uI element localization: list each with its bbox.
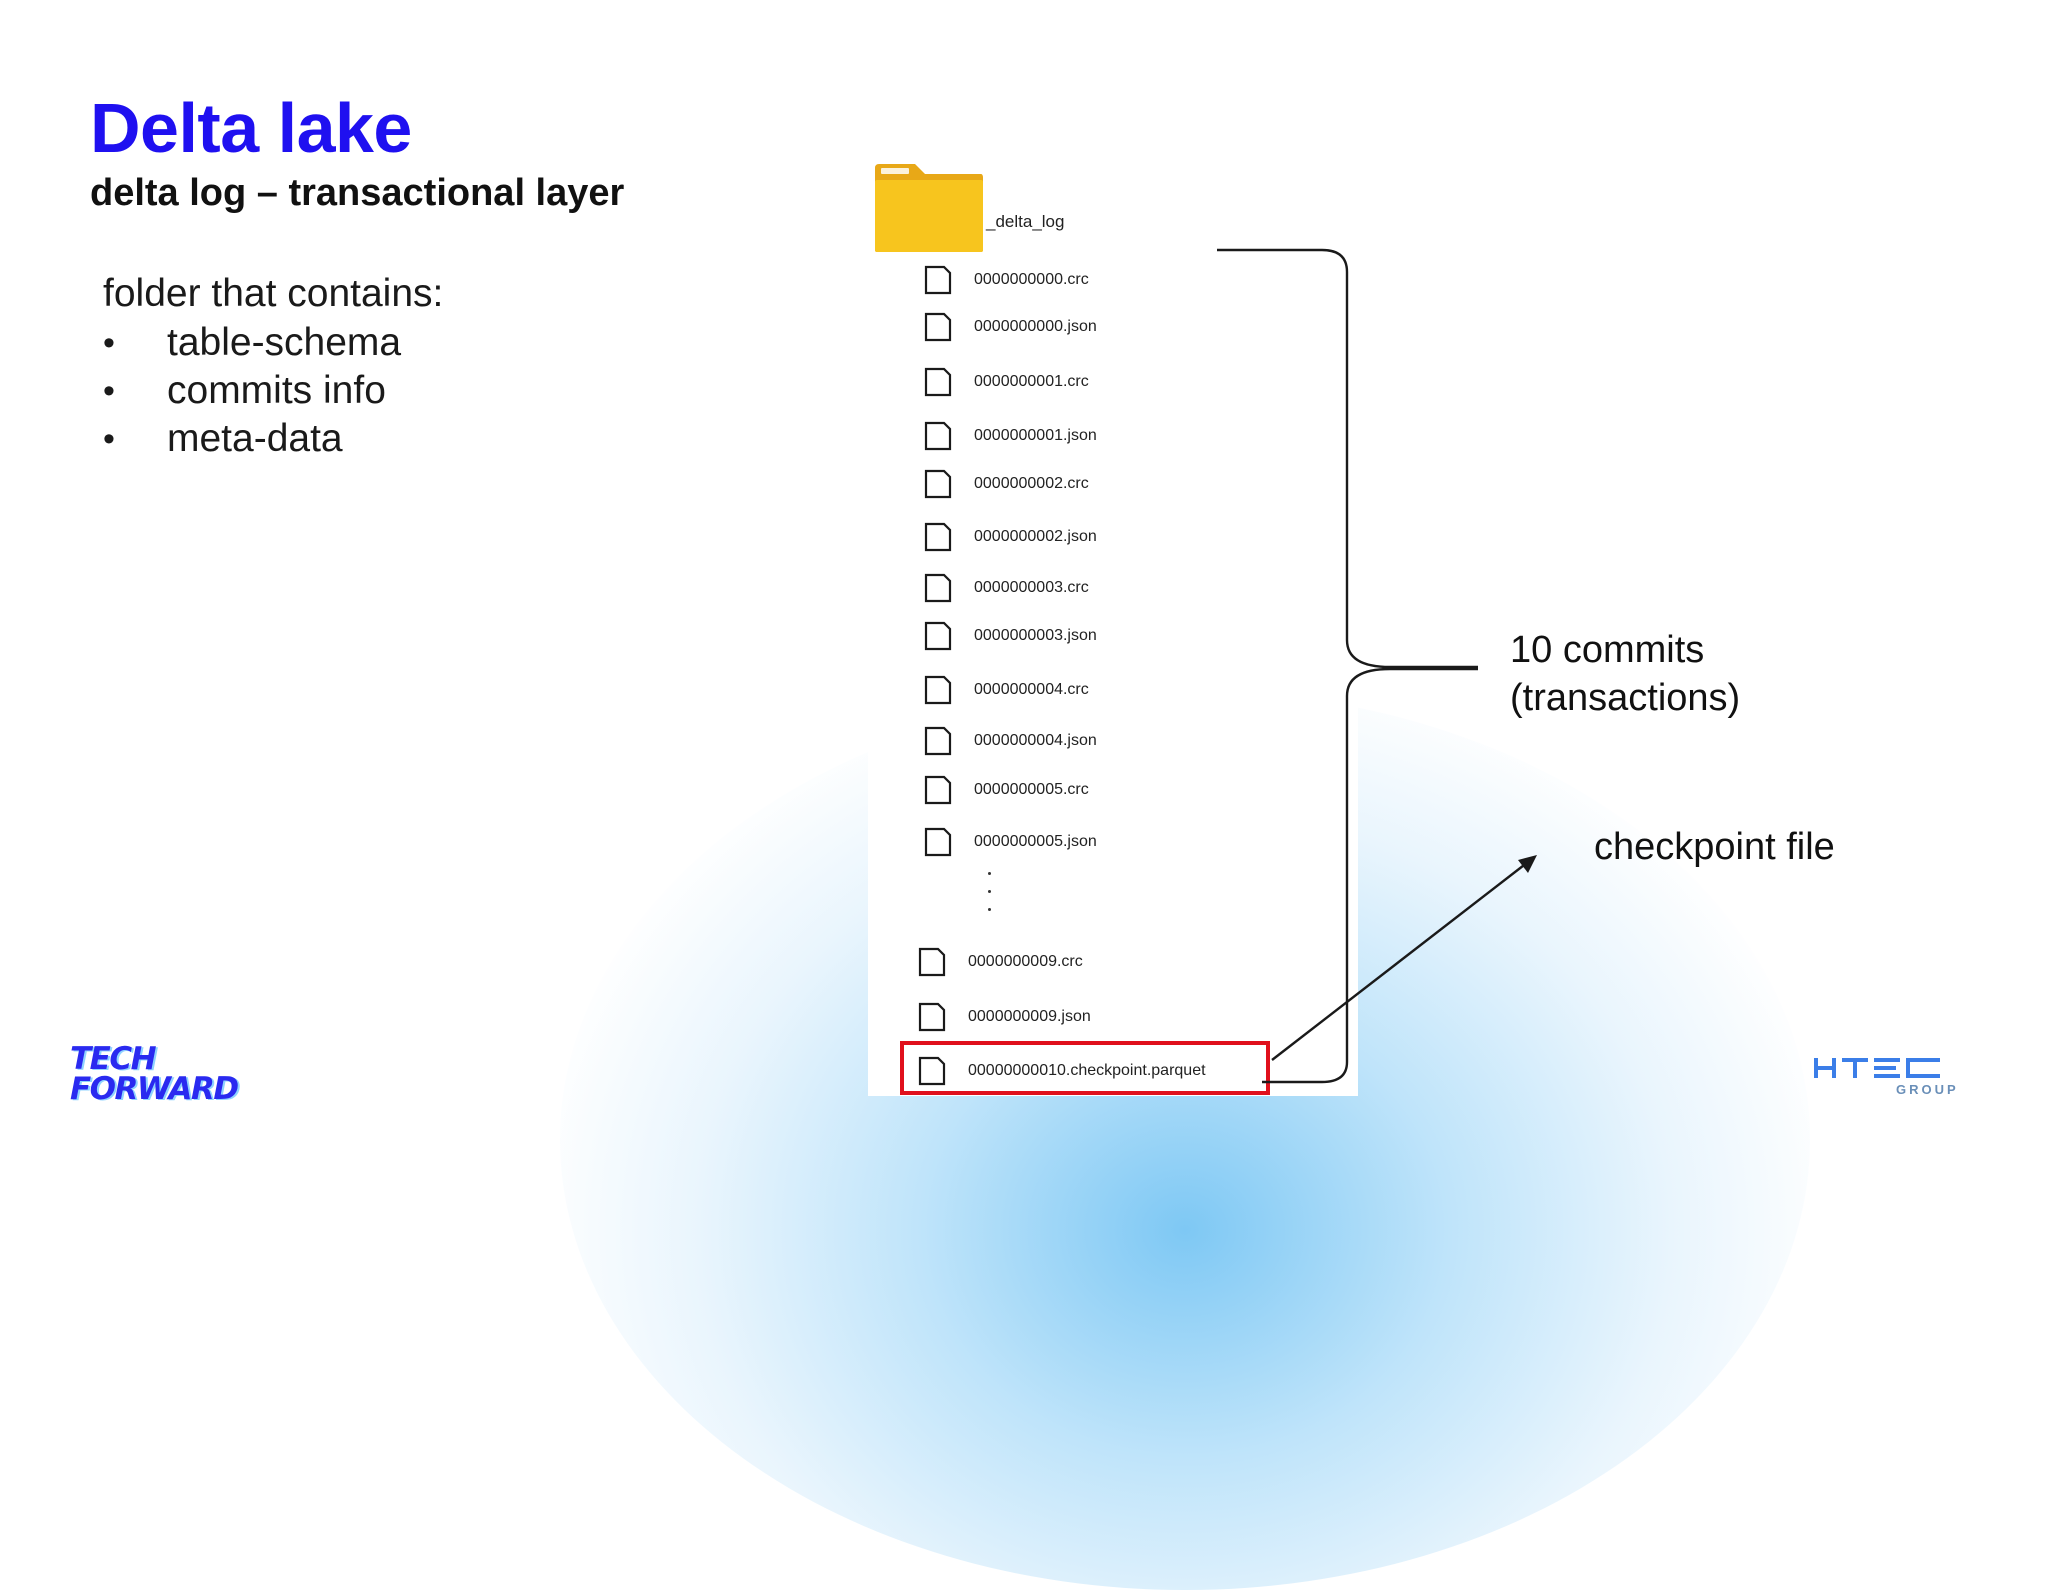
file-icon <box>924 827 952 857</box>
file-icon <box>918 947 946 977</box>
bullet-symbol: • <box>103 323 115 362</box>
file-item[interactable]: 0000000001.crc <box>924 364 1089 400</box>
bullet-item: • commits info <box>103 367 443 415</box>
file-icon <box>924 265 952 295</box>
file-icon <box>924 775 952 805</box>
bullet-text: commits info <box>167 369 386 412</box>
file-icon <box>924 312 952 342</box>
folder-icon <box>875 164 983 252</box>
file-name: 0000000003.json <box>974 627 1097 644</box>
file-item[interactable]: 0000000000.json <box>924 309 1097 345</box>
file-icon <box>924 421 952 451</box>
htec-logo-icon <box>1814 1058 1940 1078</box>
file-item[interactable]: 0000000000.crc <box>924 262 1089 298</box>
file-tree-panel <box>868 150 1358 1096</box>
file-icon <box>924 367 952 397</box>
bullet-list: • table-schema • commits info • meta-data <box>103 319 443 463</box>
file-name: 0000000002.crc <box>974 475 1089 492</box>
file-item[interactable]: 0000000005.crc <box>924 772 1089 808</box>
file-icon <box>924 675 952 705</box>
file-name: 0000000002.json <box>974 528 1097 545</box>
file-icon <box>924 522 952 552</box>
file-item[interactable]: 0000000002.crc <box>924 466 1089 502</box>
slide-title: Delta lake <box>90 89 412 167</box>
file-item-checkpoint[interactable]: 00000000010.checkpoint.parquet <box>918 1053 1206 1089</box>
file-item[interactable]: 0000000005.json <box>924 824 1097 860</box>
file-item[interactable]: 0000000001.json <box>924 418 1097 454</box>
file-name: 0000000001.crc <box>974 373 1089 390</box>
file-icon <box>924 573 952 603</box>
file-item[interactable]: 0000000003.crc <box>924 570 1089 606</box>
file-icon <box>924 726 952 756</box>
bullet-text: meta-data <box>167 417 343 460</box>
bullet-symbol: • <box>103 419 115 458</box>
commits-annotation-line: (transactions) <box>1510 677 1741 719</box>
tech-forward-logo-line: FORWARD <box>70 1071 239 1107</box>
slide-subtitle: delta log – transactional layer <box>90 172 625 214</box>
file-icon <box>918 1002 946 1032</box>
file-item[interactable]: 0000000002.json <box>924 519 1097 555</box>
bullet-text: table-schema <box>167 321 402 364</box>
file-name: 0000000004.crc <box>974 681 1089 698</box>
file-item[interactable]: 0000000009.crc <box>918 944 1083 980</box>
htec-group-label: GROUP <box>1896 1082 1959 1097</box>
commits-brace <box>1217 248 1478 1084</box>
bullet-item: • table-schema <box>103 319 443 367</box>
checkpoint-annotation: checkpoint file <box>1594 826 1835 868</box>
file-name: 0000000009.crc <box>968 953 1083 970</box>
checkpoint-arrow-head <box>1518 855 1537 873</box>
description-block: folder that contains: • table-schema • com… <box>103 272 443 463</box>
file-item[interactable]: 0000000004.json <box>924 723 1097 759</box>
file-name: 0000000000.crc <box>974 271 1089 288</box>
description-heading: folder that contains: <box>103 272 444 315</box>
ellipsis-dots <box>988 872 996 926</box>
commits-annotation-line: 10 commits <box>1510 629 1705 671</box>
tech-forward-logo: TECH FORWARD <box>70 1041 239 1107</box>
file-name: 0000000005.json <box>974 833 1097 850</box>
annotation-overlay <box>1217 248 1537 1084</box>
folder-name[interactable]: _delta_log <box>986 212 1065 231</box>
checkpoint-arrow-line <box>1271 861 1529 1061</box>
file-name: 0000000001.json <box>974 427 1097 444</box>
file-item[interactable]: 0000000009.json <box>918 999 1091 1035</box>
bullet-symbol: • <box>103 371 115 410</box>
checkpoint-highlight-box <box>900 1041 1270 1095</box>
file-name: 0000000009.json <box>968 1008 1091 1025</box>
file-icon <box>924 621 952 651</box>
file-item[interactable]: 0000000004.crc <box>924 672 1089 708</box>
commits-annotation: 10 commits (transactions) <box>1510 626 1740 722</box>
file-name: 0000000005.crc <box>974 781 1089 798</box>
file-icon <box>918 1056 946 1086</box>
file-name: 0000000000.json <box>974 318 1097 335</box>
file-icon <box>924 469 952 499</box>
file-name: 0000000003.crc <box>974 579 1089 596</box>
file-name: 0000000004.json <box>974 732 1097 749</box>
file-name: 00000000010.checkpoint.parquet <box>968 1062 1206 1079</box>
file-item[interactable]: 0000000003.json <box>924 618 1097 654</box>
bullet-item: • meta-data <box>103 415 443 463</box>
tech-forward-logo-line: TECH <box>70 1041 157 1077</box>
